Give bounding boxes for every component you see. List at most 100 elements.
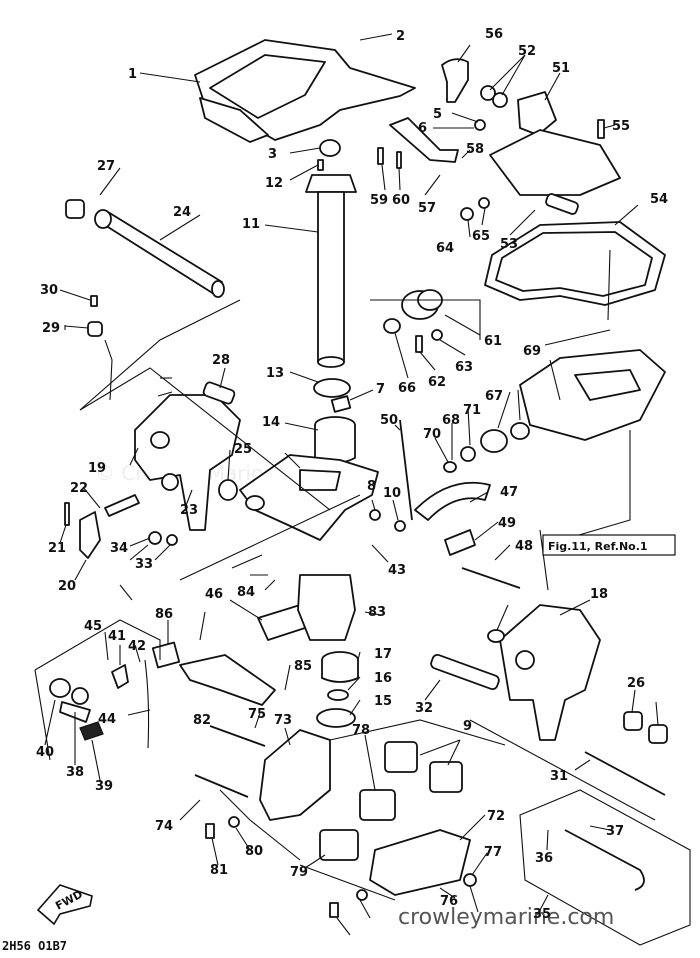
part-54-gasket — [484, 221, 666, 306]
part-41-clip — [111, 664, 129, 689]
callout-64: 64 — [436, 241, 454, 256]
part-53-rod — [545, 193, 579, 215]
callout-19: 19 — [88, 461, 106, 476]
part-8-nut — [369, 509, 381, 521]
part-35-hook-rod — [564, 829, 645, 891]
part-81-bolt-b — [329, 902, 339, 918]
callout-70: 70 — [423, 427, 441, 442]
part-22-spring — [104, 494, 140, 517]
part-26-bushing — [623, 711, 643, 731]
callout-1: 1 — [128, 67, 137, 82]
callout-33: 33 — [135, 557, 153, 572]
callout-77: 77 — [484, 845, 502, 860]
callout-71: 71 — [463, 403, 481, 418]
callout-32: 32 — [415, 701, 433, 716]
part-32-pin — [430, 653, 500, 691]
callout-47: 47 — [500, 485, 518, 500]
callout-59: 59 — [370, 193, 388, 208]
part-11-steering-shaft — [305, 174, 357, 368]
callout-36: 36 — [535, 851, 553, 866]
part-9-block-a — [384, 741, 418, 773]
callout-86: 86 — [155, 607, 173, 622]
callout-46: 46 — [205, 587, 223, 602]
part-65-washer — [478, 197, 490, 209]
part-39-block — [79, 721, 104, 741]
part-78-block — [359, 789, 396, 821]
part-81-bolt — [205, 823, 215, 839]
callout-42: 42 — [128, 639, 146, 654]
callout-24: 24 — [173, 205, 191, 220]
part-33-washer — [166, 534, 178, 546]
callout-45: 45 — [84, 619, 102, 634]
part-80-washer-b — [356, 889, 368, 901]
part-31-rod — [584, 751, 666, 796]
part-73-cover — [259, 729, 331, 821]
callout-37: 37 — [606, 824, 624, 839]
callout-54: 54 — [650, 192, 668, 207]
part-1-bracket — [194, 39, 416, 143]
callout-3: 3 — [268, 147, 277, 162]
part-3-bushing — [319, 139, 341, 157]
callout-29: 29 — [42, 321, 60, 336]
callout-76: 76 — [440, 894, 458, 909]
callout-15: 15 — [374, 694, 392, 709]
part-49-lever — [444, 529, 476, 556]
part-44-wire — [144, 659, 150, 749]
part-50-spring — [399, 419, 413, 521]
callout-23: 23 — [180, 503, 198, 518]
callout-21: 21 — [48, 541, 66, 556]
part-47-stopper — [414, 481, 491, 521]
callout-85: 85 — [294, 659, 312, 674]
callout-79: 79 — [290, 865, 308, 880]
part-80-washer — [228, 816, 240, 828]
callout-69: 69 — [523, 344, 541, 359]
part-17-bushing — [321, 651, 359, 683]
callout-68: 68 — [442, 413, 460, 428]
callout-5-top: 5 — [433, 107, 442, 122]
part-55-bolt — [597, 119, 605, 139]
callout-30: 30 — [40, 283, 58, 298]
part-75-bolt — [209, 725, 266, 747]
part-61-mount — [401, 289, 443, 320]
callout-11: 11 — [242, 217, 260, 232]
callout-20: 20 — [58, 579, 76, 594]
callout-43: 43 — [388, 563, 406, 578]
part-4-swivel-housing — [239, 454, 379, 541]
callout-63: 63 — [455, 360, 473, 375]
callout-67: 67 — [485, 389, 503, 404]
part-6-washer-top — [474, 119, 486, 131]
callout-27-left: 27 — [97, 159, 115, 174]
callout-78: 78 — [352, 723, 370, 738]
part-19-clamp-bracket — [134, 394, 241, 531]
callout-40: 40 — [36, 745, 54, 760]
part-63-nut — [431, 329, 443, 341]
part-66-washer — [383, 318, 401, 334]
callout-72: 72 — [487, 809, 505, 824]
part-30-pin — [90, 295, 98, 307]
part-56-friction-piece — [441, 58, 469, 103]
callout-60: 60 — [392, 193, 410, 208]
callout-55: 55 — [612, 119, 630, 134]
callout-62: 62 — [428, 375, 446, 390]
figure-reference-box: Fig.11, Ref.No.1 — [542, 534, 676, 556]
callout-84: 84 — [237, 585, 255, 600]
callout-10: 10 — [383, 486, 401, 501]
part-62-bolt — [415, 335, 423, 353]
part-35-box — [519, 789, 691, 946]
part-12-pin — [317, 159, 324, 171]
callout-51: 51 — [552, 61, 570, 76]
callout-52: 52 — [518, 44, 536, 59]
part-21-pin — [64, 502, 70, 526]
callout-82: 82 — [193, 713, 211, 728]
callout-56: 56 — [485, 27, 503, 42]
callout-17: 17 — [374, 647, 392, 662]
part-16-washer — [327, 689, 349, 701]
part-70-washer — [443, 461, 457, 473]
part-43-swivel-body — [297, 574, 356, 641]
callout-13: 13 — [266, 366, 284, 381]
callout-75: 75 — [248, 707, 266, 722]
part-15-ring — [316, 708, 356, 728]
part-14-bushing — [314, 416, 356, 464]
part-48-rod — [461, 567, 521, 589]
